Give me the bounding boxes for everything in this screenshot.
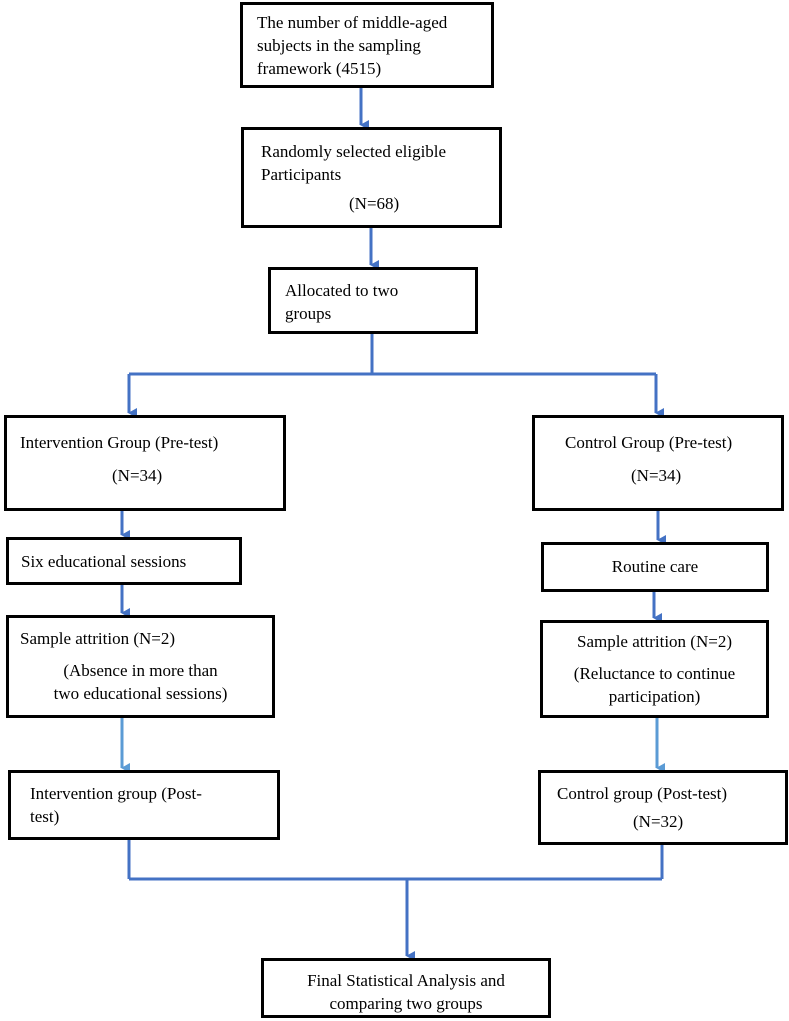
intervention-posttest-line-2: test) <box>30 807 60 826</box>
control-posttest-line-2: (N=32) <box>633 812 684 831</box>
random-selection-line-2: Participants <box>261 165 342 184</box>
intervention-pretest-line-1: Intervention Group (Pre-test) <box>20 433 219 452</box>
intervention-pretest-box: Intervention Group (Pre-test) (N=34) <box>4 415 286 511</box>
control-attrition-line-1: Sample attrition (N=2) <box>576 632 732 651</box>
control-pretest-line-2: (N=34) <box>631 466 682 485</box>
allocation-line-1: Allocated to two <box>285 281 399 300</box>
intervention-posttest-box: Intervention group (Post- test) <box>8 770 280 840</box>
routine-care-box: Routine care <box>541 542 769 592</box>
intervention-sessions-line-1: Six educational sessions <box>21 552 187 571</box>
sampling-frame-box: The number of middle-aged subjects in th… <box>240 2 494 88</box>
intervention-attrition-line-3: two educational sessions) <box>53 684 228 703</box>
routine-care-line-1: Routine care <box>611 557 699 576</box>
random-selection-box: Randomly selected eligible Participants … <box>241 127 502 228</box>
intervention-sessions-box: Six educational sessions <box>6 537 242 585</box>
allocation-box: Allocated to two groups <box>268 267 478 334</box>
control-attrition-line-3: participation) <box>608 687 701 706</box>
final-analysis-box: Final Statistical Analysis and comparing… <box>261 958 551 1018</box>
random-selection-line-1: Randomly selected eligible <box>261 142 447 161</box>
final-analysis-line-1: Final Statistical Analysis and <box>307 971 505 990</box>
sampling-frame-line-1: The number of middle-aged <box>257 13 448 32</box>
intervention-attrition-box: Sample attrition (N=2) (Absence in more … <box>6 615 275 718</box>
random-selection-line-3: (N=68) <box>349 194 400 213</box>
control-pretest-box: Control Group (Pre-test) (N=34) <box>532 415 784 511</box>
final-analysis-line-2: comparing two groups <box>329 994 483 1013</box>
control-posttest-line-1: Control group (Post-test) <box>557 784 727 803</box>
intervention-pretest-line-2: (N=34) <box>112 466 163 485</box>
intervention-attrition-line-2: (Absence in more than <box>63 661 218 680</box>
sampling-frame-line-2: subjects in the sampling <box>257 36 421 55</box>
control-attrition-box: Sample attrition (N=2) (Reluctance to co… <box>540 620 769 718</box>
control-pretest-line-1: Control Group (Pre-test) <box>565 433 733 452</box>
sampling-frame-line-3: framework (4515) <box>257 59 382 78</box>
intervention-posttest-line-1: Intervention group (Post- <box>30 784 202 803</box>
allocation-line-2: groups <box>285 304 332 323</box>
intervention-attrition-line-1: Sample attrition (N=2) <box>20 629 176 648</box>
control-posttest-box: Control group (Post-test) (N=32) <box>538 770 788 845</box>
control-attrition-line-2: (Reluctance to continue <box>573 664 736 683</box>
